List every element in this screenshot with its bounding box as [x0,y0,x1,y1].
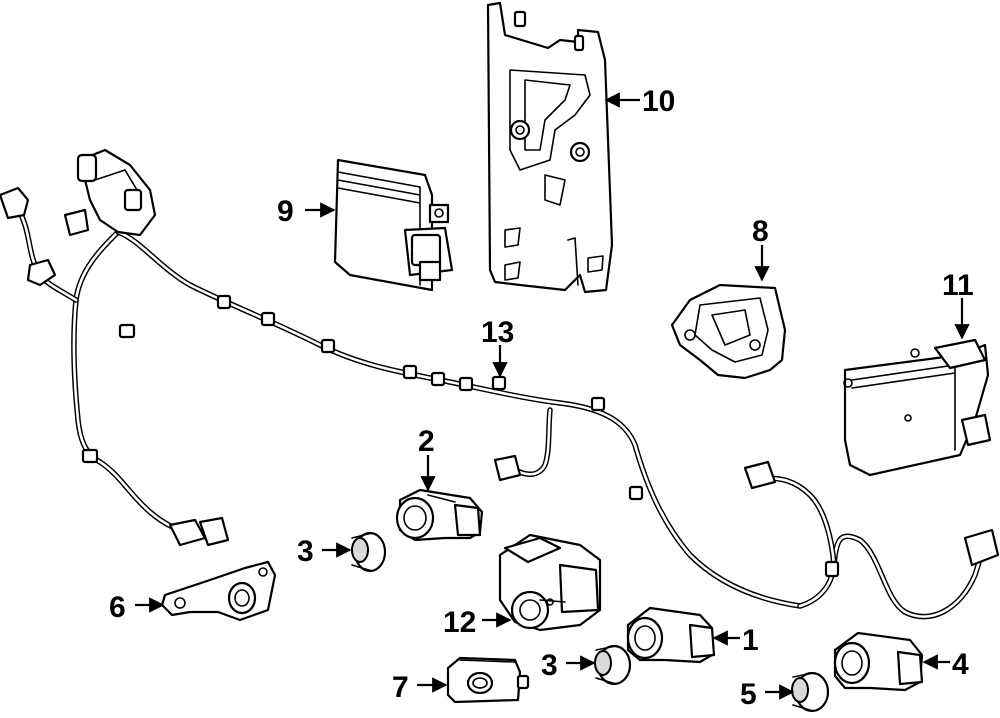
ring-part-3a [351,531,387,573]
bracket-part-6 [160,560,277,622]
callout-12: 12 [443,606,476,639]
sensor-part-1 [626,606,716,664]
callout-3b: 3 [541,649,558,682]
control-module-part-11 [843,338,992,477]
bracket-part-7 [446,656,530,704]
callout-8: 8 [752,215,769,248]
callout-5: 5 [740,678,757,711]
callout-6: 6 [109,591,126,624]
callout-leaders [135,92,970,700]
callout-13: 13 [481,316,514,349]
control-module-part-9 [333,158,454,292]
ring-part-5 [791,671,830,713]
callout-3a: 3 [297,535,314,568]
callout-1: 1 [742,624,759,657]
sensor-part-2 [395,488,484,542]
bracket-part-8 [670,283,787,380]
callout-4: 4 [952,648,969,681]
wiring-harness [0,148,1000,620]
sensor-part-4 [833,631,924,692]
callout-7: 7 [392,671,409,704]
callout-10: 10 [642,85,675,118]
callout-9: 9 [277,195,294,228]
callout-11: 11 [942,269,974,302]
callout-2: 2 [418,425,435,458]
sensor-part-12 [498,533,602,632]
callout-labels: 10 9 8 11 13 2 3 6 12 1 3 7 4 5 [109,85,974,711]
bracket-plate-part-10 [486,1,614,294]
ring-part-3b [594,644,632,686]
